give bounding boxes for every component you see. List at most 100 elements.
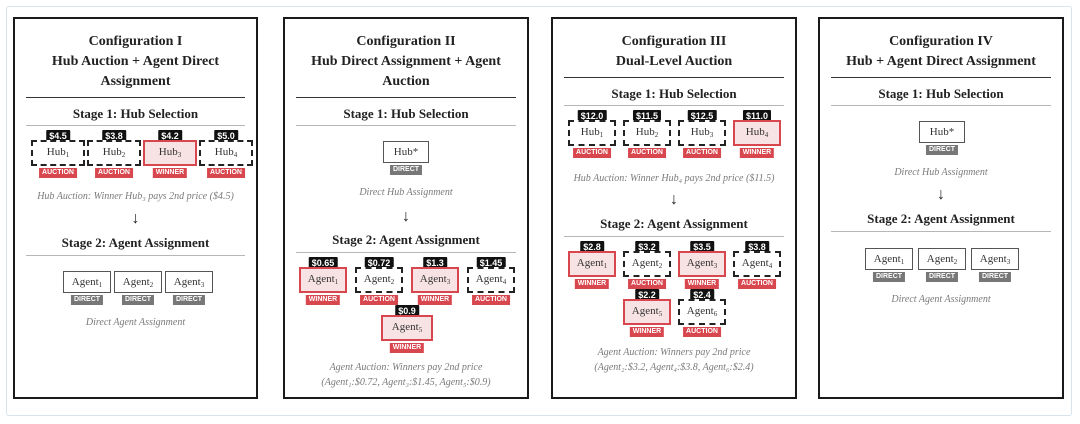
hub-1-node: Hub1 <box>568 120 616 146</box>
agent-2-status: AUCTION <box>360 295 398 305</box>
agent-name: Agent <box>741 257 769 269</box>
stage-2-note: Direct Agent Assignment <box>891 294 991 305</box>
agent-index: 2 <box>149 281 154 289</box>
agent-index: 1 <box>603 262 608 270</box>
stage-1-heading: Stage 1: Hub Selection <box>611 86 737 101</box>
hub-star-status: DIRECT <box>389 165 423 175</box>
config-title-line: Assignment <box>100 74 171 89</box>
hub-star-node: Hub* <box>919 121 965 143</box>
agent-name: Agent <box>631 257 659 269</box>
hub-name: Hub <box>102 146 122 158</box>
agent-index: 2 <box>953 258 958 266</box>
config-title-line: Dual-Level Auction <box>615 54 733 69</box>
agent-index: 4 <box>768 262 773 270</box>
hub-4-node: Hub4 <box>733 120 781 146</box>
config-panel-1: Configuration I Hub Auction + Agent Dire… <box>13 17 258 399</box>
agent-4-node: Agent4 <box>467 267 515 293</box>
agent-name: Agent <box>307 273 335 285</box>
config-title-line: Hub Auction + Agent Direct <box>51 54 220 69</box>
hub-1-node: Hub1 <box>31 140 85 166</box>
agent-name: Agent <box>173 276 201 288</box>
agent-3-node: Agent3 <box>678 251 726 277</box>
agent-1-price: $2.8 <box>580 241 604 254</box>
stage-1-note: Hub Auction: Winner Hub₃ pays 2nd price … <box>37 191 234 202</box>
agent-name: Agent <box>363 273 391 285</box>
agent-name: Agent <box>631 305 659 317</box>
stage-2-note-line-1: Agent Auction: Winners pay 2nd price <box>329 362 483 373</box>
hub-name: Hub <box>745 126 765 138</box>
hub-star-status: DIRECT <box>925 145 959 155</box>
stage-1-divider <box>296 125 516 126</box>
agent-index: 6 <box>713 310 718 318</box>
hub-3-node: Hub3 <box>143 140 197 166</box>
agent-index: 3 <box>713 262 718 270</box>
agent-2-status: DIRECT <box>121 295 155 305</box>
stage-1-divider <box>564 105 784 106</box>
config-panel-4: Configuration IV Hub + Agent Direct Assi… <box>818 17 1064 399</box>
down-arrow-icon: ↓ <box>937 186 945 203</box>
down-arrow-icon: ↓ <box>402 208 410 225</box>
config-title-line: Hub Direct Assignment + Agent <box>311 54 501 69</box>
hub-name: Hub <box>214 146 234 158</box>
agent-1-node: Agent1 <box>299 267 347 293</box>
agent-5-node: Agent5 <box>623 299 671 325</box>
agent-2-price: $3.2 <box>635 241 659 254</box>
agent-3-price: $1.3 <box>423 257 447 270</box>
config-title-line: Configuration II <box>356 34 456 49</box>
agent-index: 5 <box>418 326 423 334</box>
title-divider <box>26 97 245 98</box>
agent-3-status: WINNER <box>417 295 453 305</box>
agent-index: 1 <box>900 258 905 266</box>
hub-2-node: Hub2 <box>623 120 671 146</box>
hub-2-price: $11.5 <box>632 110 662 123</box>
hub-4-status: AUCTION <box>207 168 245 178</box>
agent-4-node: Agent4 <box>733 251 781 277</box>
agent-2-node: Agent2 <box>114 271 162 293</box>
agent-name: Agent <box>122 276 150 288</box>
hub-name: Hub* <box>393 146 419 158</box>
down-arrow-icon: ↓ <box>131 210 140 227</box>
hub-index: 3 <box>177 151 182 159</box>
hub-index: 2 <box>121 151 126 159</box>
agent-index: 1 <box>334 278 339 286</box>
hub-name: Hub <box>158 146 178 158</box>
agent-1-price: $0.65 <box>308 257 338 270</box>
hub-name: Hub* <box>929 126 955 138</box>
hub-1-status: AUCTION <box>573 148 611 158</box>
stage-2-heading: Stage 2: Agent Assignment <box>867 211 1015 226</box>
agent-index: 2 <box>390 278 395 286</box>
stage-2-heading: Stage 2: Agent Assignment <box>332 232 480 247</box>
config-title-line: Hub + Agent Direct Assignment <box>846 54 1036 69</box>
hub-index: 1 <box>65 151 70 159</box>
agent-name: Agent <box>873 253 901 265</box>
agent-4-price: $3.8 <box>745 241 769 254</box>
agent-3-price: $3.5 <box>690 241 714 254</box>
hub-2-node: Hub2 <box>87 140 141 166</box>
agent-3-node: Agent3 <box>165 271 213 293</box>
hub-4-price: $5.0 <box>214 130 238 143</box>
hub-3-node: Hub3 <box>678 120 726 146</box>
hub-name: Hub <box>46 146 66 158</box>
hub-2-status: AUCTION <box>628 148 666 158</box>
hub-3-status: AUCTION <box>683 148 721 158</box>
agent-index: 3 <box>446 278 451 286</box>
stage-2-note: Direct Agent Assignment <box>85 317 186 328</box>
agent-1-node: Agent1 <box>63 271 111 293</box>
agent-index: 1 <box>98 281 103 289</box>
title-divider <box>564 77 784 78</box>
stage-2-divider <box>26 255 245 256</box>
stage-1-note: Direct Hub Assignment <box>359 187 453 198</box>
hub-4-status: WINNER <box>739 148 775 158</box>
hub-1-price: $4.5 <box>46 130 70 143</box>
agent-4-status: AUCTION <box>738 279 776 289</box>
stage-1-note: Direct Hub Assignment <box>894 167 988 178</box>
agent-5-status: WINNER <box>389 343 425 353</box>
agent-5-price: $0.9 <box>395 305 419 318</box>
agent-3-status: WINNER <box>684 279 720 289</box>
down-arrow-icon: ↓ <box>670 191 678 208</box>
agent-1-status: WINNER <box>574 279 610 289</box>
agent-4-price: $1.45 <box>476 257 506 270</box>
agent-1-node: Agent1 <box>865 248 913 270</box>
title-divider <box>831 77 1051 78</box>
stage-2-note-line-1: Agent Auction: Winners pay 2nd price <box>597 347 751 358</box>
